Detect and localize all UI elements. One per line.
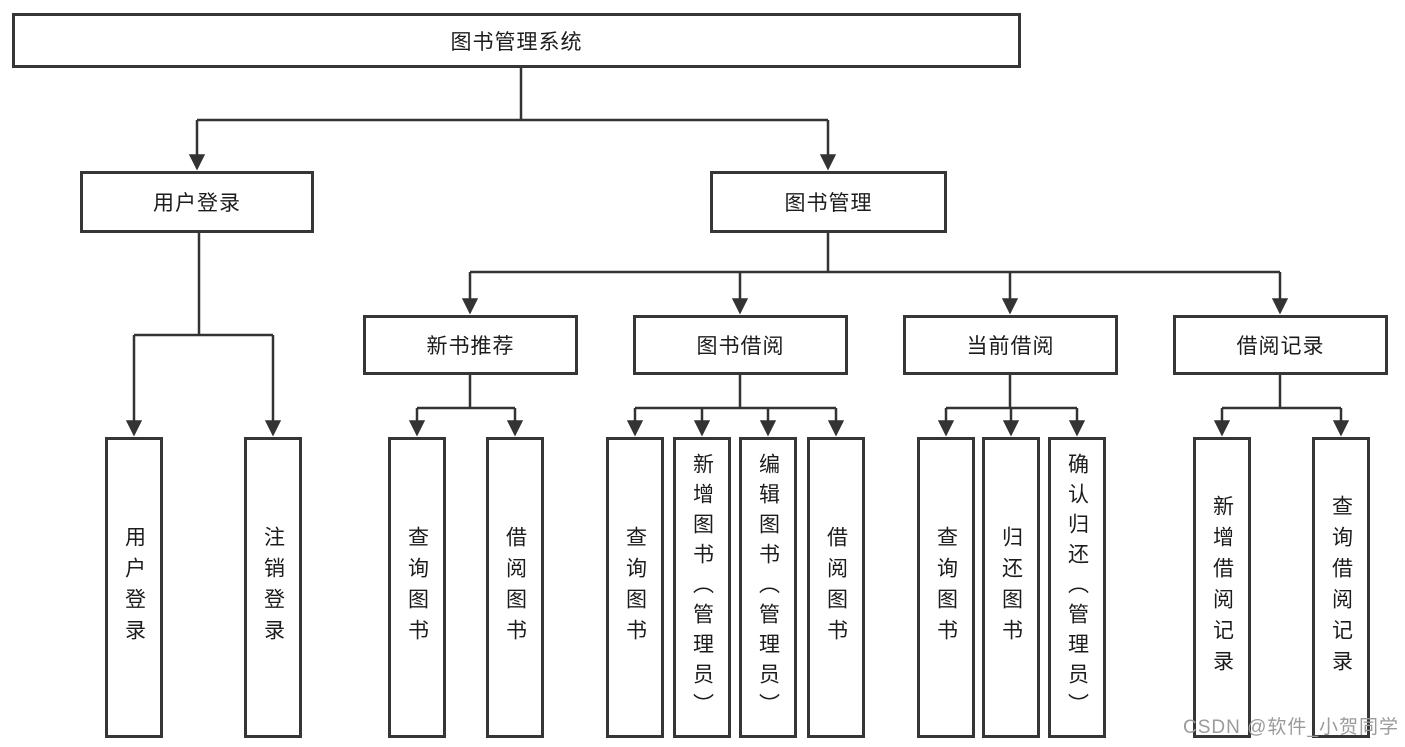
node-label: 图书管理 <box>784 192 873 215</box>
csdn-watermark: CSDN @软件_小贺同学 <box>1183 717 1399 738</box>
node-leaf-bb-query-books: 查询图书 <box>606 437 664 738</box>
node-leaf-logout: 注销登录 <box>244 437 302 738</box>
node-label: 归还图书 <box>999 525 1023 650</box>
node-label: 新增图书（管理员） <box>690 452 714 723</box>
node-label: 查询图书 <box>405 525 429 650</box>
node-current-borrow: 当前借阅 <box>903 315 1118 375</box>
node-label: 当前借阅 <box>966 335 1055 358</box>
node-label: 用户登录 <box>153 192 241 215</box>
node-label: 借阅图书 <box>824 525 848 650</box>
node-leaf-cb-query-books: 查询图书 <box>917 437 975 738</box>
node-leaf-cb-return-books: 归还图书 <box>982 437 1040 738</box>
node-leaf-bb-edit-books-admin: 编辑图书（管理员） <box>739 437 797 738</box>
node-label: 借阅记录 <box>1236 335 1325 358</box>
node-label: 新增借阅记录 <box>1210 494 1234 681</box>
node-book-borrow: 图书借阅 <box>633 315 848 375</box>
node-leaf-nb-borrow-books: 借阅图书 <box>486 437 544 738</box>
node-leaf-nb-query-books: 查询图书 <box>388 437 446 738</box>
node-leaf-bb-add-books-admin: 新增图书（管理员） <box>673 437 731 738</box>
node-label: 用户登录 <box>122 525 146 650</box>
node-label: 图书借阅 <box>696 335 785 358</box>
node-user-login: 用户登录 <box>80 171 314 233</box>
node-label: 借阅图书 <box>503 525 527 650</box>
node-leaf-br-query-record: 查询借阅记录 <box>1312 437 1370 738</box>
node-label: 新书推荐 <box>426 335 515 358</box>
node-label: 图书管理系统 <box>450 30 583 54</box>
node-leaf-br-add-record: 新增借阅记录 <box>1193 437 1251 738</box>
node-new-books: 新书推荐 <box>363 315 578 375</box>
node-label: 注销登录 <box>261 525 285 650</box>
node-book-mgmt: 图书管理 <box>710 171 947 233</box>
node-label: 查询图书 <box>623 525 647 650</box>
node-label: 查询借阅记录 <box>1329 494 1353 681</box>
node-label: 编辑图书（管理员） <box>756 452 780 723</box>
node-borrow-records: 借阅记录 <box>1173 315 1388 375</box>
node-root: 图书管理系统 <box>12 13 1021 68</box>
node-leaf-user-login: 用户登录 <box>105 437 163 738</box>
node-label: 查询图书 <box>934 525 958 650</box>
node-label: 确认归还（管理员） <box>1065 452 1089 723</box>
node-leaf-bb-borrow-books: 借阅图书 <box>807 437 865 738</box>
node-leaf-cb-confirm-return-admin: 确认归还（管理员） <box>1048 437 1106 738</box>
